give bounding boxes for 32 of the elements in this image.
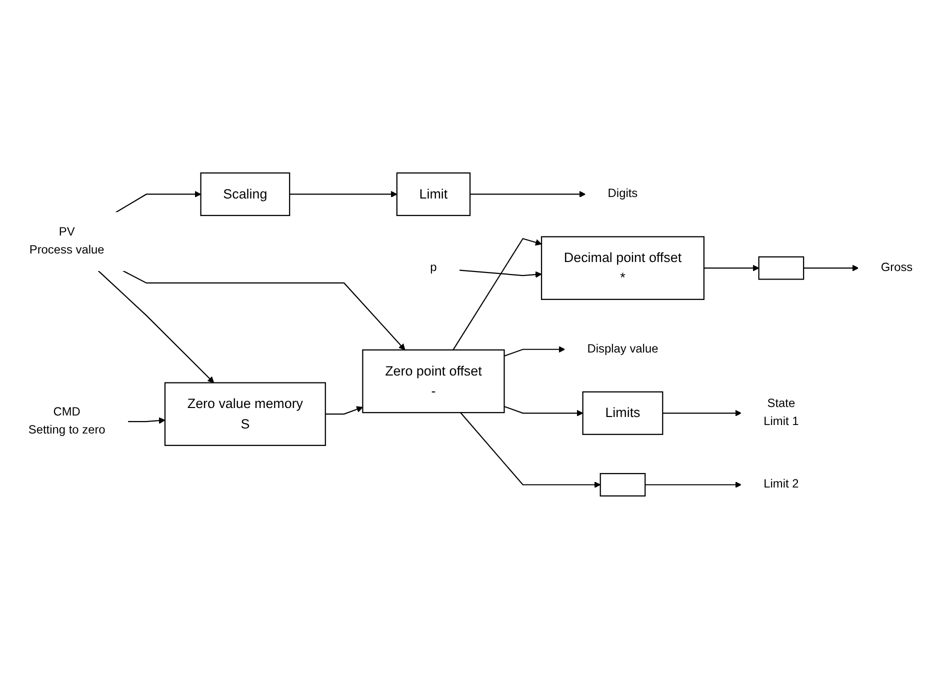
arrow	[115, 191, 202, 214]
node-box: Limit	[396, 172, 471, 216]
node-text: Limit 2	[764, 478, 799, 491]
arrow	[504, 406, 584, 416]
node-box: Zero point offset -	[362, 349, 505, 414]
arrow	[128, 417, 166, 424]
arrow	[645, 482, 742, 488]
arrow	[662, 410, 742, 416]
node-text: PV Process value	[29, 226, 104, 257]
node-box	[600, 473, 646, 497]
arrow	[452, 238, 542, 350]
node-text: Display value	[587, 342, 658, 356]
arrow	[122, 270, 406, 350]
arrow	[98, 270, 214, 384]
node-text: CMD Setting to zero	[28, 406, 106, 437]
node-text: State Limit 1	[764, 398, 799, 428]
arrow	[290, 191, 398, 198]
arrow	[460, 412, 601, 488]
node-text: Gross	[880, 261, 913, 274]
arrow	[704, 264, 760, 272]
node-box: Decimal point offset *	[540, 236, 704, 300]
arrow	[804, 264, 859, 272]
node-box: Scaling	[200, 172, 290, 216]
node-box: Zero value memory S	[164, 382, 326, 446]
arrow	[459, 270, 542, 278]
arrow	[470, 191, 586, 198]
arrow	[504, 346, 566, 357]
arrow	[325, 406, 363, 415]
node-text: Digits	[608, 188, 638, 200]
node-text: p	[430, 261, 437, 274]
node-box	[758, 256, 804, 280]
node-box: Limits	[582, 391, 664, 436]
